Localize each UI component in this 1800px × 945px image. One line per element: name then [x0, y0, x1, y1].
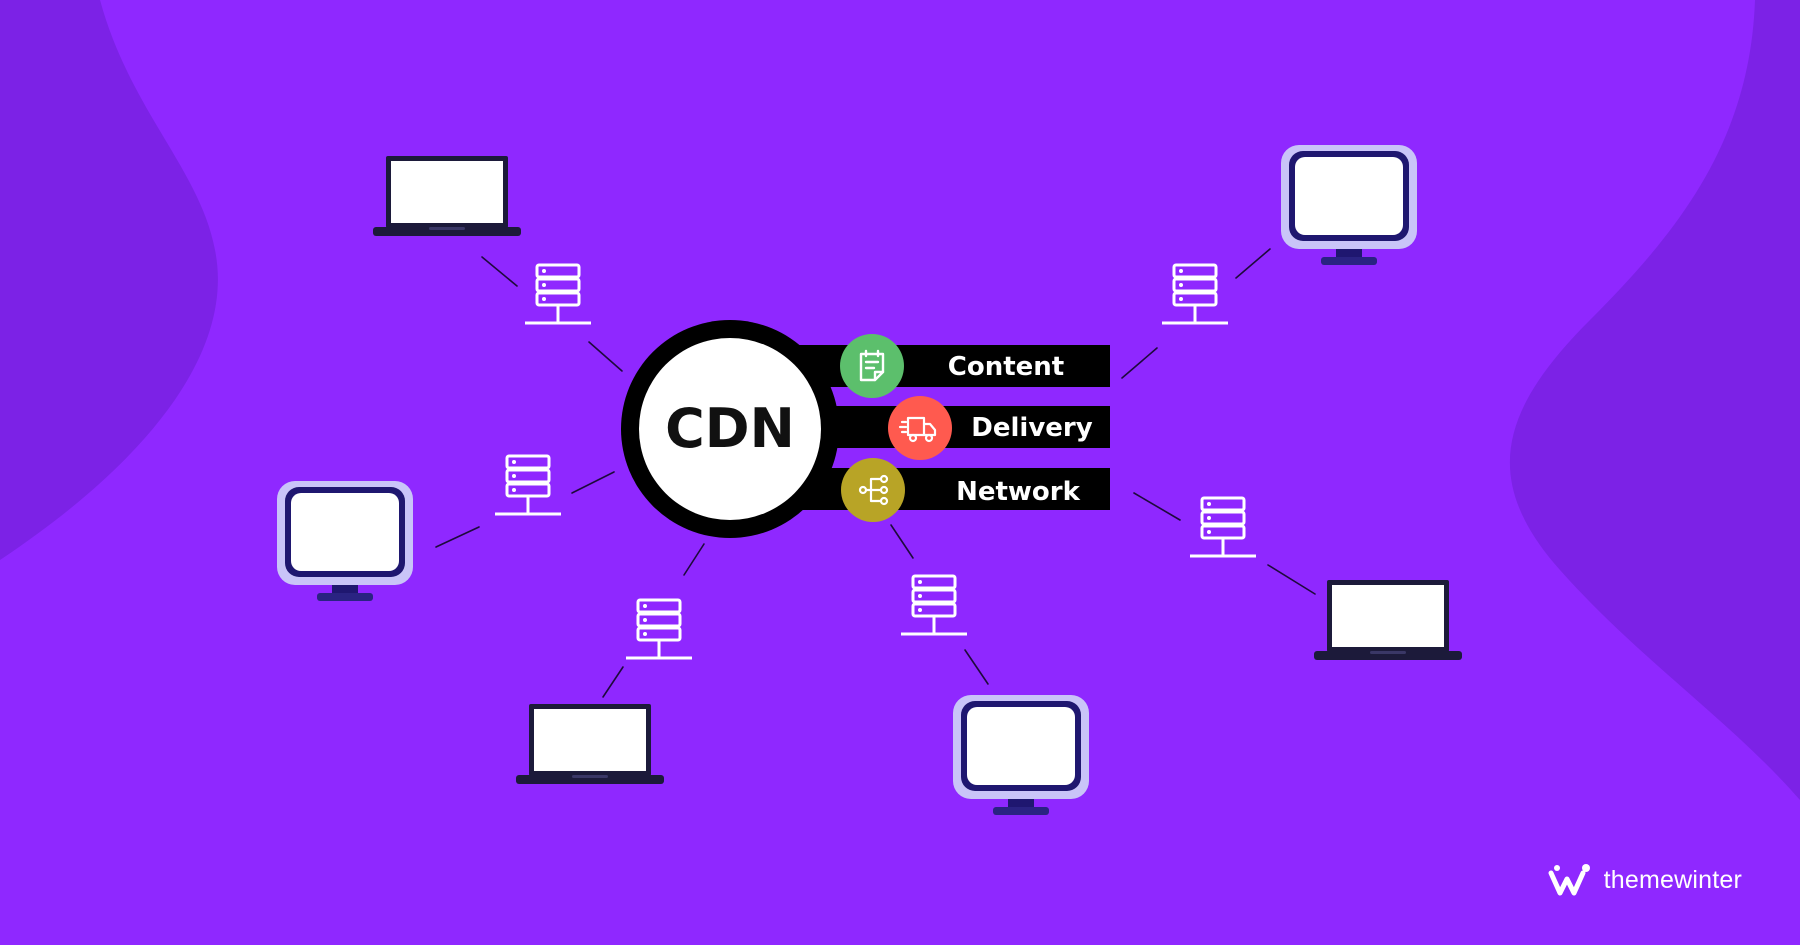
brand-name: themewinter — [1603, 865, 1742, 894]
band-label-content: Content — [948, 352, 1064, 382]
server-icon — [1160, 263, 1230, 325]
hub-label: CDN — [665, 397, 795, 460]
delivery-truck-icon — [898, 416, 937, 443]
laptop-icon — [1314, 580, 1462, 660]
connector-line — [1235, 248, 1271, 279]
desktop-monitor-icon — [953, 695, 1089, 815]
server-icon — [624, 598, 694, 660]
connector-line — [571, 471, 615, 494]
cdn-hub: CDN Content — [621, 320, 1110, 538]
connector-line — [1121, 347, 1158, 379]
hub-center — [639, 338, 821, 520]
server-icon — [1188, 496, 1258, 558]
note-icon — [859, 349, 885, 382]
connector-line — [1133, 492, 1181, 521]
band-network: Network — [841, 458, 1081, 522]
connector-line — [683, 543, 705, 576]
network-share-icon — [858, 474, 889, 506]
themewinter-logo-icon — [1548, 864, 1590, 896]
band-label-network: Network — [956, 477, 1081, 507]
connector-line — [435, 526, 480, 548]
connector-line — [1267, 564, 1316, 595]
connector-line — [964, 649, 989, 685]
band-label-delivery: Delivery — [971, 413, 1092, 443]
band-delivery: Delivery — [888, 396, 1093, 460]
desktop-monitor-icon — [1281, 145, 1417, 265]
connector-line — [588, 341, 623, 372]
brand-logo: themewinter — [1548, 863, 1742, 897]
background-blob-right — [1509, 0, 1800, 800]
delivery-badge — [888, 396, 952, 460]
band-content: Content — [840, 334, 1064, 398]
connector-lines — [435, 248, 1316, 698]
server-icon — [493, 454, 563, 516]
server-icon — [523, 263, 593, 325]
content-badge — [840, 334, 904, 398]
server-icon — [899, 574, 969, 636]
connector-line — [481, 256, 518, 287]
background-blob-left — [0, 0, 218, 560]
connector-line — [890, 524, 914, 559]
desktop-monitor-icon — [277, 481, 413, 601]
laptop-icon — [516, 704, 664, 784]
laptop-icon — [373, 156, 521, 236]
connector-line — [602, 666, 624, 698]
